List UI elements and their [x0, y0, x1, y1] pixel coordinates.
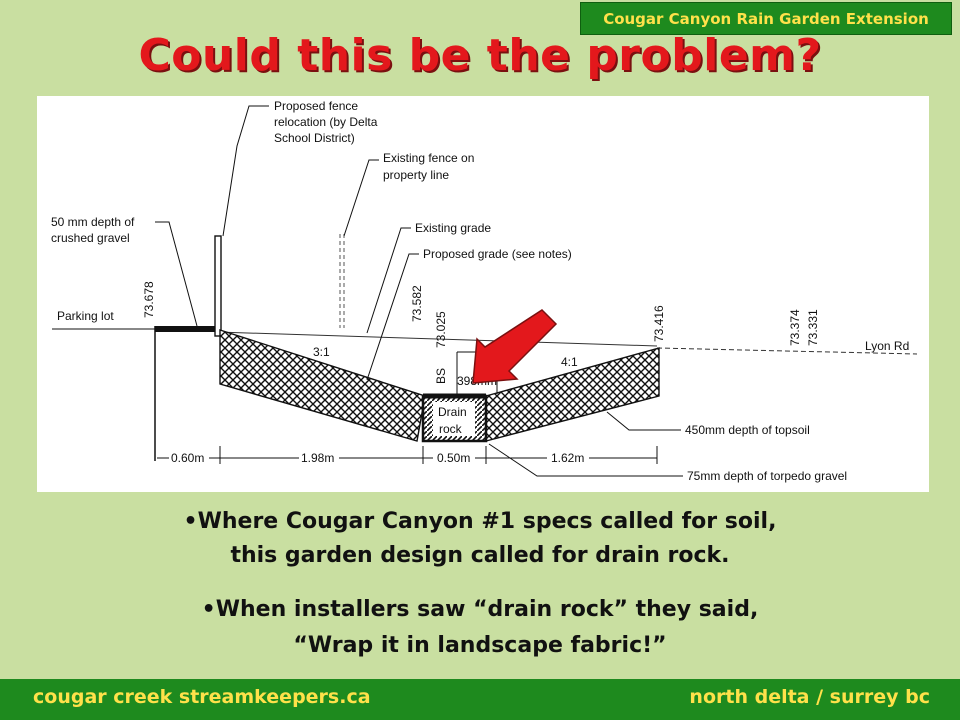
bullet-2-line-2: “Wrap it in landscape fabric!” — [293, 633, 667, 658]
dimension-label: 0.50m — [437, 451, 470, 465]
elevation-label: 73.678 — [142, 281, 156, 318]
dimension-label: 1.98m — [301, 451, 334, 465]
bs-label: BS — [434, 368, 448, 384]
red-arrow-icon — [472, 309, 558, 384]
proposed-grade-label: Proposed grade (see notes) — [423, 247, 572, 261]
drain-rock-label: Drain — [438, 405, 467, 419]
crushed-gravel-layer — [155, 326, 220, 332]
topsoil-label: 450mm depth of topsoil — [685, 423, 810, 437]
crushed-gravel-label: 50 mm depth of — [51, 215, 135, 229]
elevation-label: 73.374 — [788, 309, 802, 346]
fence-relocation-label: Proposed fence — [274, 99, 358, 113]
existing-grade-label: Existing grade — [415, 221, 491, 235]
svg-text:property line: property line — [383, 168, 449, 182]
parking-lot-label: Parking lot — [57, 309, 114, 323]
topsoil-left — [219, 329, 426, 442]
elevation-label: 73.582 — [410, 285, 424, 322]
dimension-label: 1.62m — [551, 451, 584, 465]
cross-section-svg: Drain rock 398mm 73.678 73.582 73.025 BS… — [51, 99, 918, 483]
existing-fence-label: Existing fence on — [383, 151, 474, 165]
footer-location: north delta / surrey bc — [689, 686, 930, 708]
header-badge: Cougar Canyon Rain Garden Extension — [580, 2, 952, 35]
slope-left-label: 3:1 — [313, 345, 330, 359]
proposed-fence-post — [214, 235, 222, 337]
bullet-1-line-2: this garden design called for drain rock… — [230, 543, 730, 568]
svg-text:School District): School District) — [274, 131, 355, 145]
dimension-label: 0.60m — [171, 451, 204, 465]
svg-text:crushed gravel: crushed gravel — [51, 231, 130, 245]
footer-bar — [0, 679, 960, 720]
elevation-label: 73.331 — [806, 309, 820, 346]
existing-grade-line — [216, 331, 658, 347]
lyon-rd-label: Lyon Rd — [865, 339, 909, 353]
elevation-label: 73.025 — [434, 311, 448, 348]
svg-text:relocation (by Delta: relocation (by Delta — [274, 115, 378, 129]
slope-right-label: 4:1 — [561, 355, 578, 369]
torpedo-gravel-label: 75mm depth of torpedo gravel — [687, 469, 847, 483]
footer-website: cougar creek streamkeepers.ca — [33, 686, 371, 708]
elevation-label: 73.416 — [652, 305, 666, 342]
lyon-rd-line — [656, 347, 918, 355]
bullet-2-line-1: •When installers saw “drain rock” they s… — [201, 597, 759, 622]
bullet-1-line-1: •Where Cougar Canyon #1 specs called for… — [183, 509, 777, 534]
svg-text:rock: rock — [439, 422, 463, 436]
cross-section-diagram: Drain rock 398mm 73.678 73.582 73.025 BS… — [37, 96, 929, 492]
slide-title: Could this be the problem? — [138, 30, 822, 81]
